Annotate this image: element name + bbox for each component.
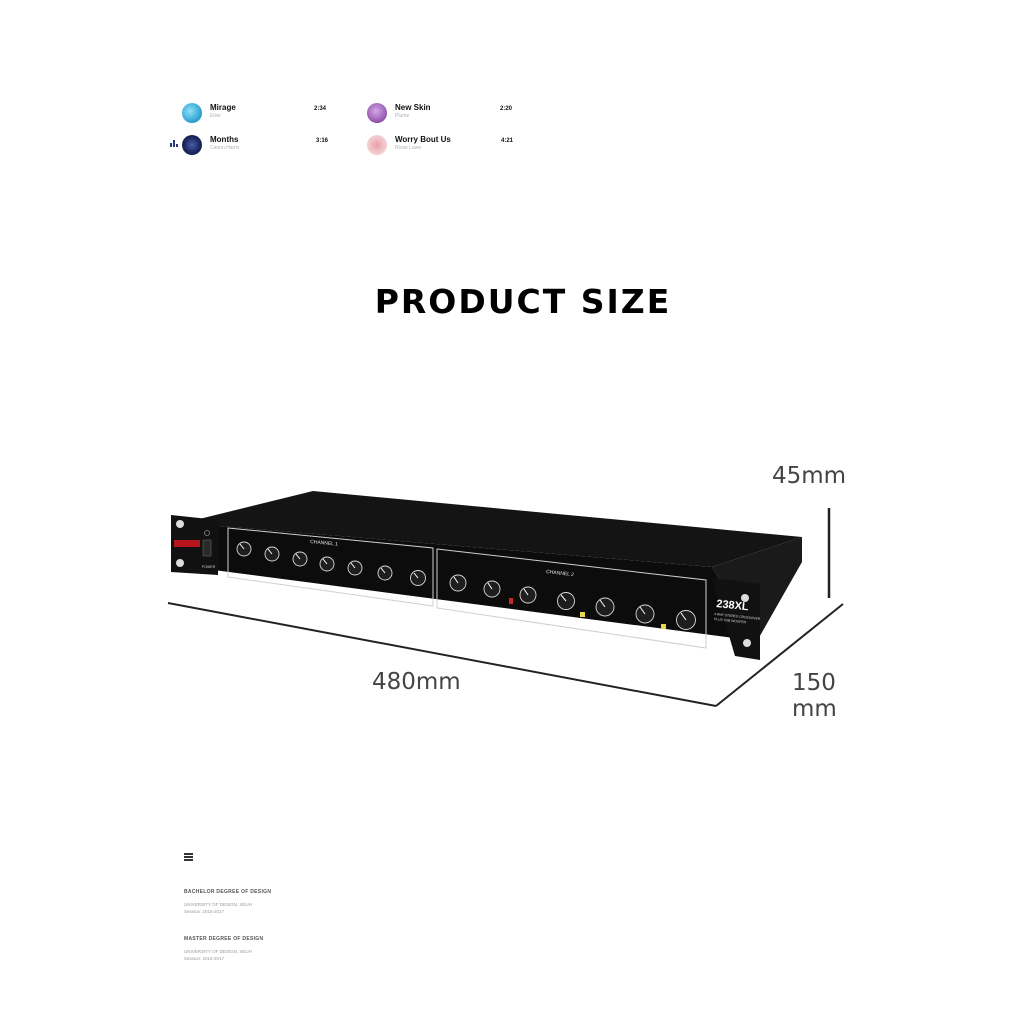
model-subtitle: PLUS SUB WOOFER xyxy=(714,617,747,624)
school-name: UNIVERSITY OF DESIGN, SEUH xyxy=(184,949,252,954)
depth-dimension-line xyxy=(715,603,844,707)
track-title: Mirage xyxy=(210,103,236,112)
degree-title: BACHELOR DEGREE OF DESIGN xyxy=(184,889,272,895)
chassis-top xyxy=(183,491,802,567)
track-title: New Skin xyxy=(395,103,431,112)
red-indicator xyxy=(509,598,513,604)
rack-screw xyxy=(743,639,751,647)
equalizer-icon xyxy=(170,140,178,147)
school-name: UNIVERSITY OF DESIGN, SEUH xyxy=(184,902,252,907)
degree-title: MASTER DEGREE OF DESIGN xyxy=(184,936,264,942)
power-switch xyxy=(202,539,212,557)
track-artist: Plume xyxy=(395,113,410,119)
depth-value: 150 xyxy=(792,670,836,696)
rack-screw xyxy=(176,559,184,567)
model-subtitle: 4 WAY STEREO CROSSOVER xyxy=(714,612,761,621)
yellow-led xyxy=(580,612,585,617)
album-cover xyxy=(367,135,387,155)
album-cover xyxy=(182,103,202,123)
album-cover xyxy=(367,103,387,123)
track-duration: 2:20 xyxy=(500,106,513,112)
track-artist: Elise xyxy=(210,113,221,119)
track-artist: Canon Harris xyxy=(210,145,240,151)
power-label: POWER xyxy=(202,565,216,569)
yellow-led xyxy=(661,624,666,629)
width-dimension-label: 480mm xyxy=(372,669,461,695)
depth-unit: mm xyxy=(792,696,837,722)
track-title: Worry Bout Us xyxy=(395,135,451,144)
width-dimension-line xyxy=(167,602,717,707)
track-duration: 2:34 xyxy=(314,106,327,112)
rack-screw xyxy=(176,520,184,528)
track-duration: 4:21 xyxy=(501,138,514,144)
session-years: Session: 2015-2017 xyxy=(184,909,225,914)
album-cover xyxy=(182,135,202,155)
page-title: PRODUCT SIZE xyxy=(374,282,672,321)
channel-1-panel xyxy=(227,527,434,607)
track-duration: 3:16 xyxy=(316,138,329,144)
hamburger-menu-icon[interactable] xyxy=(184,853,193,861)
chassis-front xyxy=(183,523,757,641)
power-led xyxy=(204,530,210,536)
height-dimension-label: 45mm xyxy=(772,463,847,489)
model-name: 238XL xyxy=(716,598,750,613)
channel-2-panel xyxy=(436,548,707,649)
brand-label xyxy=(174,540,200,547)
depth-dimension-label: 150 mm xyxy=(792,670,837,722)
channel-2-label: CHANNEL 2 xyxy=(546,569,575,578)
session-years: Session: 2015-2017 xyxy=(184,956,225,961)
track-title: Months xyxy=(210,135,239,144)
rack-screw xyxy=(741,594,749,602)
channel-1-label: CHANNEL 1 xyxy=(310,539,339,548)
track-artist: Rosie Lowe xyxy=(395,145,422,151)
